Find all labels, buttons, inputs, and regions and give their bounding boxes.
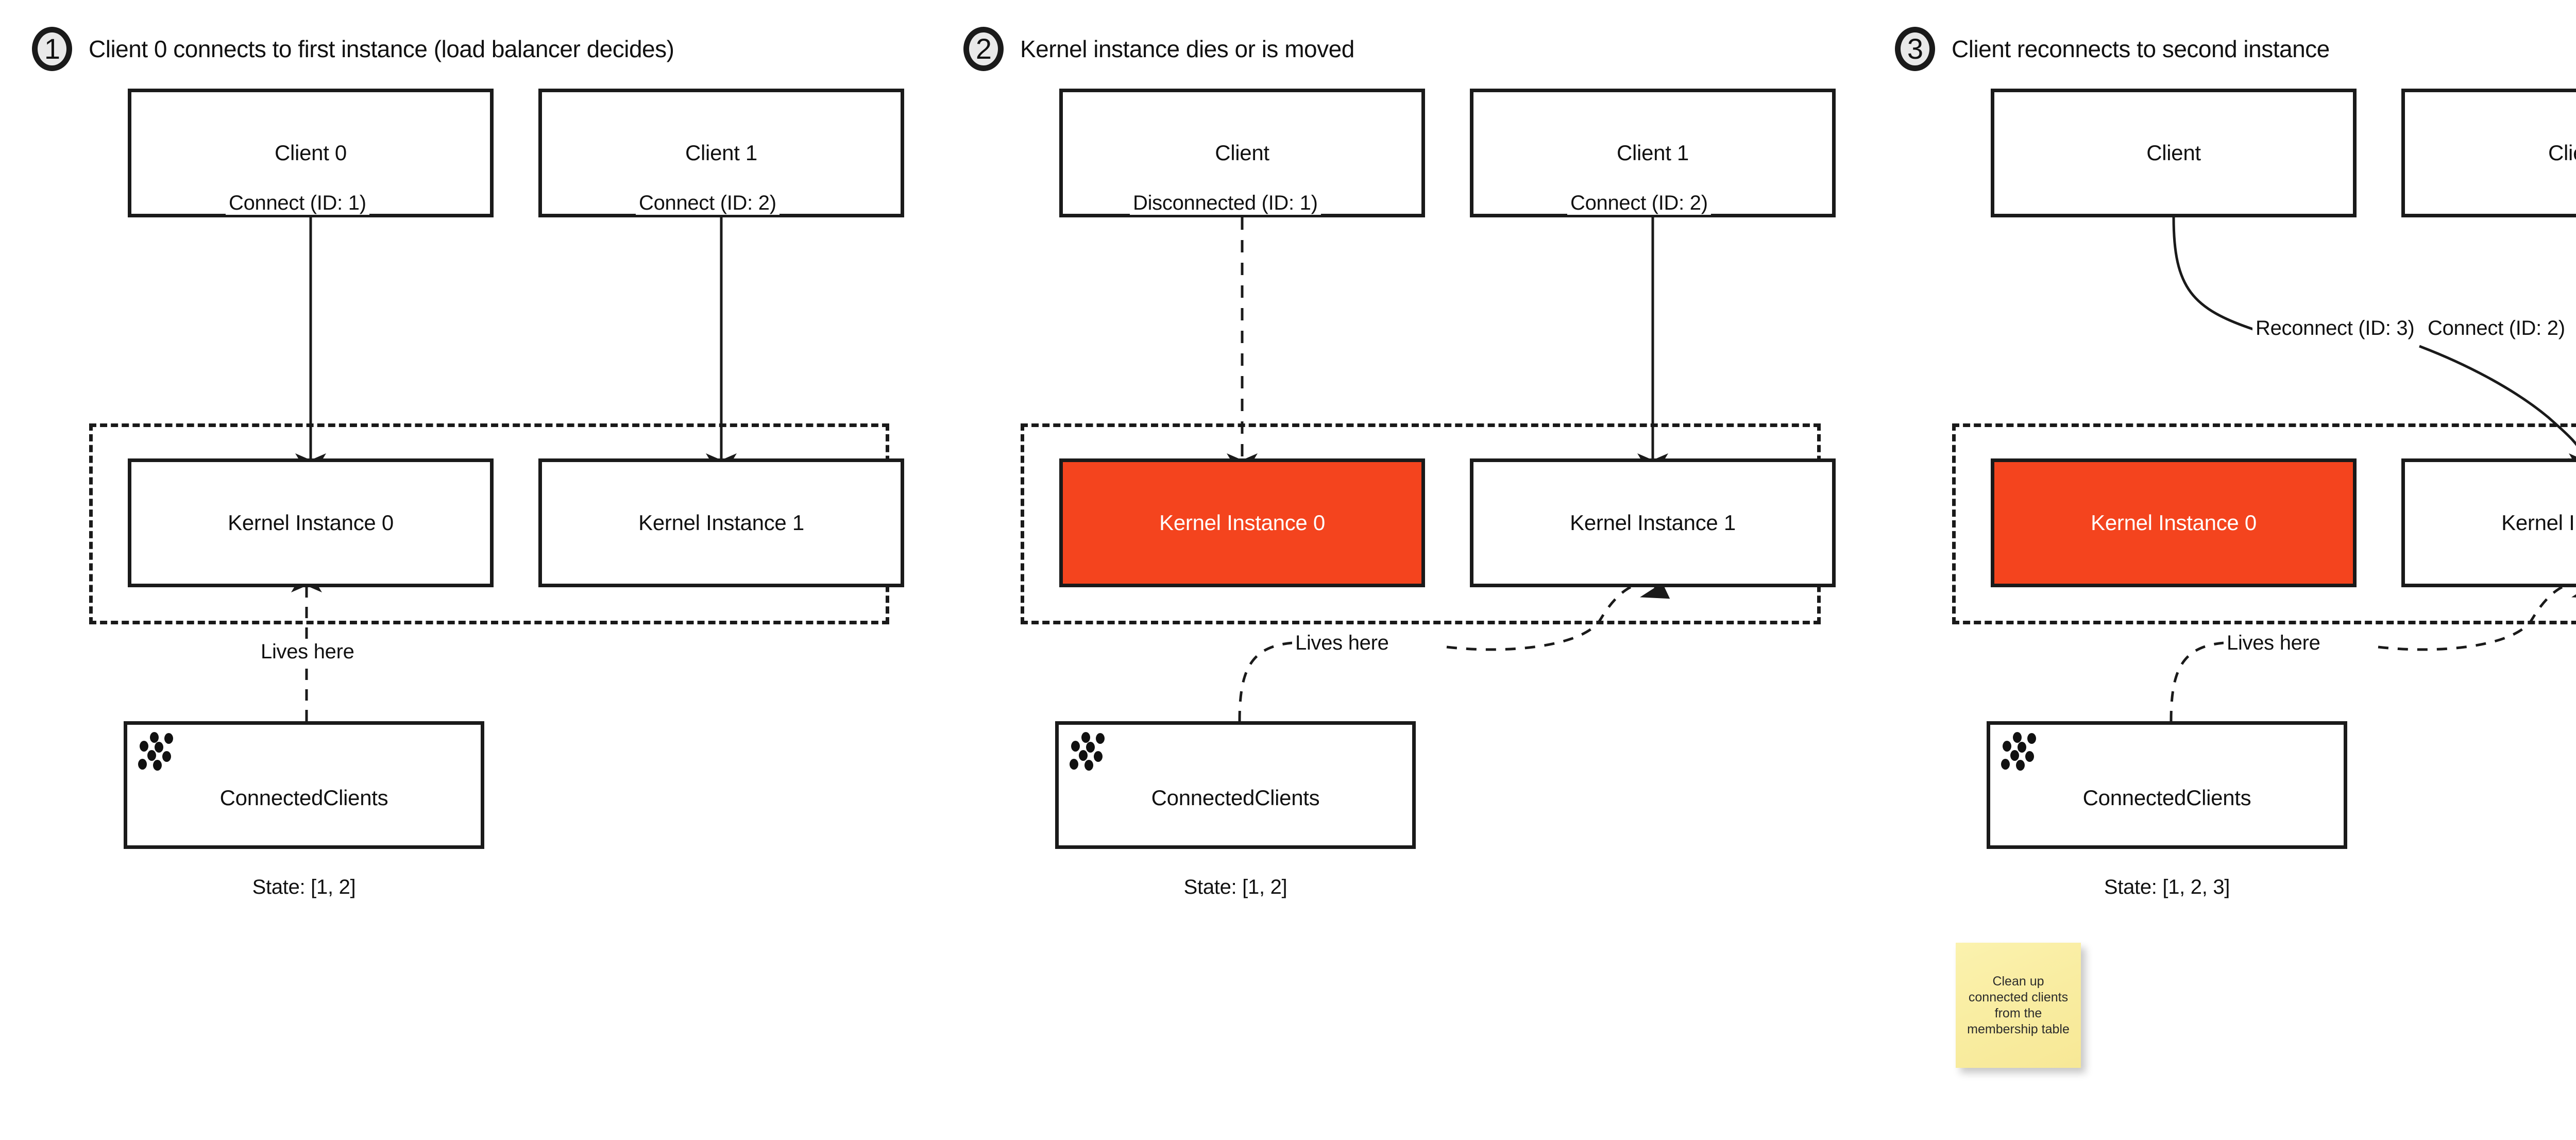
edge-label-left: Disconnected (ID: 1) — [1130, 192, 1321, 215]
client-node-label: Client 0 — [274, 141, 347, 165]
state-caption: State: [1, 2] — [252, 876, 356, 898]
dots-grid-icon — [1069, 732, 1109, 771]
kernel-instance-node[interactable]: Kernel Instance 1 — [538, 458, 904, 587]
edge-label-left: Connect (ID: 1) — [226, 192, 369, 215]
kernel-instance-node-dead[interactable]: Kernel Instance 0 — [1991, 458, 2357, 587]
client-node[interactable]: Client 1 — [2401, 89, 2576, 217]
sticky-note-text: Clean up connected clients from the memb… — [1967, 974, 2070, 1036]
dots-grid-icon — [2001, 732, 2041, 771]
client-node-label: Client — [2146, 141, 2201, 165]
client-node-label: Client 1 — [685, 141, 757, 165]
edge-label-right: Connect (ID: 2) — [2425, 317, 2568, 340]
kernel-cluster-boundary — [1952, 423, 2576, 624]
store-label: ConnectedClients — [2082, 786, 2251, 810]
client-node[interactable]: Client — [1991, 89, 2357, 217]
store-label: ConnectedClients — [219, 786, 388, 810]
client-node-label: Client 1 — [2548, 141, 2576, 165]
dots-grid-icon — [138, 732, 178, 771]
connected-clients-store[interactable]: ConnectedClients — [1055, 721, 1416, 849]
step-badge: 3 — [1895, 27, 1935, 71]
kernel-instance-node[interactable]: Kernel Instance 1 — [1470, 458, 1836, 587]
state-caption: State: [1, 2, 3] — [2104, 876, 2230, 898]
step-title: Client 0 connects to first instance (loa… — [89, 36, 674, 62]
panel-step-2: 2 Kernel instance dies or is moved Clien… — [931, 0, 1863, 1140]
connected-clients-store[interactable]: ConnectedClients — [124, 721, 484, 849]
step-number: 2 — [975, 32, 992, 65]
connected-clients-store[interactable]: ConnectedClients — [1987, 721, 2347, 849]
client-node-label: Client 1 — [1616, 141, 1689, 165]
sticky-note[interactable]: Clean up connected clients from the memb… — [1956, 943, 2081, 1068]
kernel-instance-label: Kernel Instance 1 — [638, 511, 804, 535]
state-caption: State: [1, 2] — [1183, 876, 1287, 898]
kernel-instance-label: Kernel Instance 1 — [1570, 511, 1736, 535]
kernel-instance-node[interactable]: Kernel Instance 1 — [2401, 458, 2576, 587]
step-number: 3 — [1907, 32, 1923, 65]
step-badge: 1 — [32, 27, 72, 71]
client-node-label: Client — [1215, 141, 1269, 165]
panel-step-1: 1 Client 0 connects to first instance (l… — [0, 0, 931, 1140]
edge-label-left: Reconnect (ID: 3) — [2252, 317, 2418, 340]
edge-label-lives-here: Lives here — [1292, 632, 1392, 655]
edge-label-lives-here: Lives here — [2224, 632, 2324, 655]
step-badge: 2 — [963, 27, 1004, 71]
kernel-instance-label: Kernel Instance 0 — [2091, 511, 2257, 535]
kernel-instance-node[interactable]: Kernel Instance 0 — [128, 458, 494, 587]
edge-label-right: Connect (ID: 2) — [1567, 192, 1711, 215]
step-number: 1 — [44, 32, 60, 65]
kernel-instance-label: Kernel Instance 1 — [2501, 511, 2576, 535]
kernel-instance-label: Kernel Instance 0 — [228, 511, 394, 535]
store-label: ConnectedClients — [1151, 786, 1320, 810]
panel-step-3: 3 Client reconnects to second instance C… — [1863, 0, 2576, 1140]
kernel-instance-node-dead[interactable]: Kernel Instance 0 — [1059, 458, 1425, 587]
step-title: Client reconnects to second instance — [1952, 36, 2330, 62]
edge-label-lives-here: Lives here — [258, 640, 358, 663]
edge-label-right: Connect (ID: 2) — [636, 192, 779, 215]
kernel-instance-label: Kernel Instance 0 — [1159, 511, 1325, 535]
step-title: Kernel instance dies or is moved — [1020, 36, 1354, 62]
